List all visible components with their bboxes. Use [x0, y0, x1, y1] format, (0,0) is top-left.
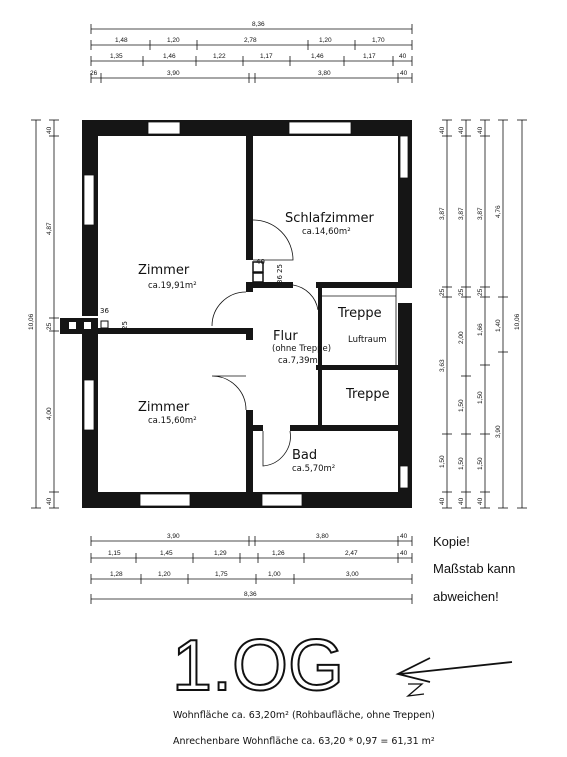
- small-dim-b: 36: [276, 275, 284, 284]
- small-dim-c: 25: [276, 264, 284, 273]
- dim-left-5: 40: [46, 497, 53, 505]
- dim-bot-r1-3: 40: [400, 533, 408, 540]
- footer-line-2: Anrechenbare Wohnfläche ca. 63,20 * 0,97…: [173, 736, 435, 747]
- dim-bot-total: 8,36: [244, 591, 257, 598]
- room-zimmer-2-name: Zimmer: [138, 400, 190, 415]
- dim-right-c1-4: 3,63: [439, 359, 446, 372]
- dim-bot-r1-1: 3,90: [167, 533, 180, 540]
- dim-top-r1-1: 1,48: [115, 37, 128, 44]
- dim-left-total: 10,06: [28, 313, 35, 330]
- small-dim-d: 36: [100, 307, 109, 315]
- dim-top-r3-4: 40: [400, 70, 408, 77]
- dim-right-c1-5: 1,50: [439, 455, 446, 468]
- dim-right-c2-5: 1,50: [458, 399, 465, 412]
- dim-right-c2-2: 3,87: [458, 207, 465, 220]
- room-bad-name: Bad: [292, 448, 317, 463]
- dim-top-r2-6: 1,17: [363, 53, 376, 60]
- dim-bot-r2-2: 1,45: [160, 550, 173, 557]
- room-flur-sub: (ohne Treppe): [272, 344, 331, 354]
- dim-right-c3-2: 3,87: [477, 207, 484, 220]
- arrow-icon: [395, 657, 513, 697]
- dim-right-c1-6: 40: [439, 497, 446, 505]
- dim-right-c2-1: 40: [458, 126, 465, 134]
- dim-left-2: 4,87: [46, 222, 53, 235]
- dim-right-c2-4: 2,00: [458, 331, 465, 344]
- room-labels: Zimmer ca.19,91m² Schlafzimmer ca.14,60m…: [100, 211, 390, 474]
- walls: [60, 120, 412, 508]
- dim-right-c1-1: 40: [439, 126, 446, 134]
- dim-right-c3-1: 40: [477, 126, 484, 134]
- dim-right-c3-4: 1,66: [477, 323, 484, 336]
- dim-bot-r3-3: 1,75: [215, 571, 228, 578]
- dim-bot-r2-5: 2,47: [345, 550, 358, 557]
- dim-bot-r2-3: 1,29: [214, 550, 227, 557]
- top-dimension-lines: 8,36 1,48 1,20 2,78 1,20 1,70 1,35 1,46 …: [90, 21, 413, 83]
- dim-right-c4-2: 1,40: [495, 319, 502, 332]
- dim-top-r3-3: 3,80: [318, 70, 331, 77]
- small-dim-a: 40: [256, 258, 265, 266]
- dim-right-total: 10,06: [514, 313, 521, 330]
- dim-top-r1-5: 1,70: [372, 37, 385, 44]
- dim-top-r3-2: 3,90: [167, 70, 180, 77]
- dim-left-4: 4,00: [46, 407, 53, 420]
- footer-line-1: Wohnfläche ca. 63,20m² (Rohbaufläche, oh…: [173, 710, 435, 721]
- dim-right-c2-7: 40: [458, 497, 465, 505]
- dim-bot-r1-2: 3,80: [316, 533, 329, 540]
- dim-bot-r3-5: 3,00: [346, 571, 359, 578]
- dim-bot-r2-4: 1,26: [272, 550, 285, 557]
- room-zimmer-1-name: Zimmer: [138, 263, 190, 278]
- room-flur-name: Flur: [273, 329, 298, 344]
- dim-right-c4-1: 4,76: [495, 205, 502, 218]
- room-flur-area: ca.7,39m²: [278, 356, 321, 366]
- bottom-dimension-lines: 3,90 3,80 40 1,15 1,45 1,29 1,26 2,47 40…: [90, 533, 413, 604]
- dim-top-r1-2: 1,20: [167, 37, 180, 44]
- dim-top-r3-1: 26: [90, 70, 98, 77]
- dim-top-r2-5: 1,46: [311, 53, 324, 60]
- dim-top-r2-3: 1,22: [213, 53, 226, 60]
- left-dimension-lines: 10,06 40 4,87 25 4,00 40: [28, 119, 59, 509]
- small-dim-e: 25: [121, 321, 129, 330]
- room-treppe-2-name: Treppe: [345, 387, 390, 402]
- dim-right-c3-3: 25: [477, 288, 484, 296]
- dim-left-3: 25: [46, 322, 53, 330]
- room-schlafzimmer-name: Schlafzimmer: [285, 211, 375, 226]
- note-line-3: abweichen!: [433, 589, 499, 604]
- door-swings: [211, 219, 397, 467]
- dim-top-r2-2: 1,46: [163, 53, 176, 60]
- dim-right-c1-3: 25: [439, 288, 446, 296]
- room-bad-area: ca.5,70m²: [292, 464, 335, 474]
- floor-label: 1.OG: [172, 626, 344, 706]
- dim-bot-r2-1: 1,15: [108, 550, 121, 557]
- dim-right-c3-6: 1,50: [477, 457, 484, 470]
- dim-top-r2-1: 1,35: [110, 53, 123, 60]
- room-zimmer-1-area: ca.19,91m²: [148, 281, 197, 291]
- dim-bot-r3-2: 1,20: [158, 571, 171, 578]
- dim-top-r2-4: 1,17: [260, 53, 273, 60]
- dim-right-c3-5: 1,50: [477, 391, 484, 404]
- dim-bot-r2-6: 40: [400, 550, 408, 557]
- note-line-2: Maßstab kann: [433, 561, 515, 576]
- dim-bot-r3-1: 1,28: [110, 571, 123, 578]
- dim-top-r2-7: 40: [399, 53, 407, 60]
- room-luftraum-name: Luftraum: [348, 335, 387, 345]
- dim-right-c4-3: 3,90: [495, 425, 502, 438]
- right-dimension-lines: 40 3,87 25 3,63 1,50 40 40 3,87 25 2,00 …: [439, 119, 527, 509]
- room-treppe-1-name: Treppe: [337, 306, 382, 321]
- room-zimmer-2-area: ca.15,60m²: [148, 416, 197, 426]
- copy-note: Kopie! Maßstab kann abweichen!: [433, 534, 515, 604]
- dim-left-1: 40: [46, 126, 53, 134]
- dim-right-c1-2: 3,87: [439, 207, 446, 220]
- dim-top-r1-4: 1,20: [319, 37, 332, 44]
- dim-top-total: 8,36: [252, 21, 265, 28]
- dim-bot-r3-4: 1,00: [268, 571, 281, 578]
- dim-right-c3-7: 40: [477, 497, 484, 505]
- room-schlafzimmer-area: ca.14,60m²: [302, 227, 351, 237]
- note-line-1: Kopie!: [433, 534, 470, 549]
- dim-right-c2-6: 1,50: [458, 457, 465, 470]
- dim-top-r1-3: 2,78: [244, 37, 257, 44]
- dim-right-c2-3: 25: [458, 288, 465, 296]
